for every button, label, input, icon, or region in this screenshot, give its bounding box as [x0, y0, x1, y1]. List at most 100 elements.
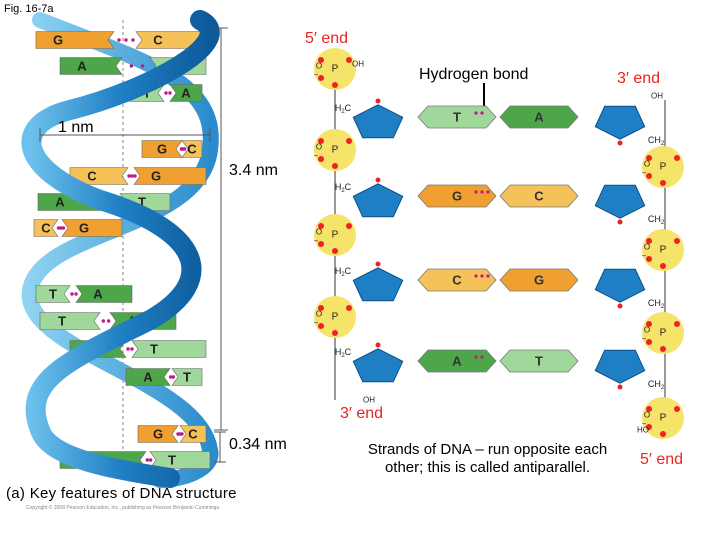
oxygen-atom — [660, 180, 666, 186]
helix-base-right — [149, 451, 211, 469]
right-phosphate: PO− — [642, 397, 684, 439]
helix-base-right — [171, 368, 203, 386]
oxygen-atom — [346, 57, 352, 63]
hbond-dot — [148, 458, 153, 462]
oxygen-atom — [332, 248, 338, 254]
oxygen-label: O — [316, 143, 322, 152]
width-label: 1 nm — [58, 119, 94, 136]
phosphate-letter: P — [332, 230, 339, 241]
oxygen-atom — [346, 223, 352, 229]
base-letter: G — [534, 273, 544, 288]
hbond-dot — [124, 38, 128, 42]
oxygen-atom — [674, 238, 680, 244]
left-deoxyribose — [352, 183, 404, 218]
helix-base-left-letter: T — [58, 314, 66, 329]
hbond-dot — [480, 274, 484, 278]
hbond-dot — [182, 147, 187, 151]
oxygen-atom — [646, 321, 652, 327]
base-letter: C — [534, 189, 544, 204]
helix-base-right — [181, 140, 203, 158]
hbond-dot — [480, 190, 484, 194]
right-deoxyribose — [594, 349, 646, 384]
minus-label: − — [642, 420, 647, 429]
phosphate-circle — [642, 397, 684, 439]
helix-base-right-letter: G — [151, 169, 161, 184]
helix-base-right-letter: T — [168, 453, 176, 468]
hbond-dot — [486, 274, 490, 278]
oh-label-3prime-top: OH — [651, 92, 663, 101]
ladder-base-left: A — [417, 349, 497, 373]
base-letter: C — [452, 273, 462, 288]
helix-base-right — [75, 285, 133, 303]
five-prime-end-top: 5′ end — [305, 30, 349, 47]
helix-base-right-letter: A — [181, 86, 191, 101]
helix-base-left-letter: T — [49, 287, 57, 302]
left-deoxyribose — [352, 348, 404, 383]
oxygen-label: O — [644, 243, 650, 252]
oxygen-atom — [660, 431, 666, 437]
oxygen-atom — [318, 241, 324, 247]
phosphate-letter: P — [660, 162, 667, 173]
hbond-dot — [145, 458, 150, 462]
oxygen-atom — [674, 406, 680, 412]
left-phosphate: PO− — [314, 296, 356, 338]
phosphate-letter: P — [660, 328, 667, 339]
helix-base-left-letter: G — [153, 427, 163, 442]
base-letter: T — [453, 110, 461, 125]
oxygen-label: O — [316, 228, 322, 237]
base-spacing-label: 0.34 nm — [229, 436, 287, 453]
hbond-dot — [59, 226, 63, 230]
helix-base-right — [131, 340, 207, 358]
ho-label-bottom: HO — [637, 426, 649, 435]
ch2-label: CH2 — [648, 135, 665, 147]
five-prime-end-bottom: 5′ end — [640, 451, 684, 468]
helix-base-right-letter: A — [93, 287, 103, 302]
hbond-dot — [474, 190, 478, 194]
oxygen-atom — [318, 323, 324, 329]
right-phosphate: PO− — [642, 146, 684, 188]
oxygen-atom — [332, 82, 338, 88]
hbond-dot — [480, 111, 484, 115]
helix-base-left — [141, 140, 183, 158]
oxygen-atom — [646, 155, 652, 161]
oxygen-atom — [332, 330, 338, 336]
ladder-base-right: C — [499, 184, 579, 208]
helix-base-right — [61, 219, 123, 237]
caption: (a) Key features of DNA structure — [6, 485, 237, 502]
phosphate-circle — [314, 214, 356, 256]
oxygen-atom — [318, 138, 324, 144]
h2c-label: H2C — [335, 103, 352, 115]
hbond-dot — [164, 91, 168, 95]
oxygen-atom — [318, 305, 324, 311]
base-letter: A — [452, 354, 462, 369]
helix-base-right-letter: C — [153, 33, 163, 48]
oh-label-3prime-bottom: OH — [363, 396, 375, 405]
hbond-dot — [101, 319, 106, 323]
hbond-dot — [171, 375, 176, 379]
hbond-dot — [168, 375, 173, 379]
oxygen-label: O — [316, 62, 322, 71]
minus-label: − — [314, 237, 319, 246]
oxygen-atom — [332, 163, 338, 169]
left-phosphate: PO− — [314, 129, 356, 171]
base-shape — [499, 105, 579, 129]
helix-base-right-letter: C — [188, 427, 198, 442]
helix-base-left-letter: C — [41, 221, 51, 236]
three-prime-end-top: 3′ end — [617, 70, 661, 87]
right-phosphate: PO− — [642, 312, 684, 354]
oxygen-atom — [346, 138, 352, 144]
hbond-dot — [129, 64, 134, 68]
oxygen-atom — [346, 305, 352, 311]
oxygen-atom — [318, 223, 324, 229]
hbond-dot — [486, 190, 490, 194]
right-deoxyribose — [594, 105, 646, 140]
left-deoxyribose — [352, 267, 404, 302]
helix-base-right — [169, 84, 203, 102]
helix-base-left-letter: G — [53, 33, 63, 48]
minus-label: − — [314, 319, 319, 328]
